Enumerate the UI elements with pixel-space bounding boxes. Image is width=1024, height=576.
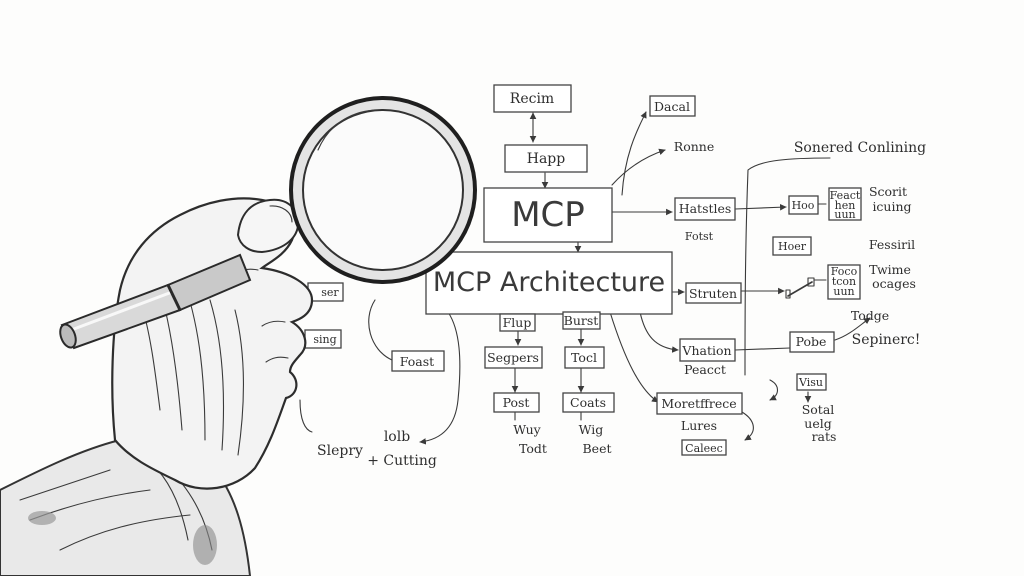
hand bbox=[111, 197, 314, 490]
caleec-box bbox=[681, 439, 727, 456]
moretffrece-label: Moretffrece bbox=[661, 396, 736, 411]
connector-lines bbox=[299, 111, 871, 453]
hoo-box bbox=[788, 195, 819, 215]
mcp-title: MCP bbox=[511, 195, 585, 235]
beet-label: Beet bbox=[582, 441, 611, 456]
cutting-label: + Cutting bbox=[367, 453, 437, 469]
segpers-box bbox=[484, 346, 543, 369]
hoer-box bbox=[772, 236, 812, 256]
icuing-label: icuing bbox=[872, 199, 911, 214]
stack-two-line-2: tcon bbox=[832, 275, 856, 288]
hoer-label: Hoer bbox=[778, 240, 807, 253]
stack-two-line-3: uun bbox=[833, 285, 854, 298]
ronne-label: Ronne bbox=[674, 139, 714, 154]
post-box bbox=[493, 392, 540, 413]
ocages-label: ocages bbox=[872, 276, 916, 291]
lures-label: Lures bbox=[681, 418, 717, 433]
dacal-box bbox=[649, 95, 696, 117]
stack-two-box bbox=[827, 264, 861, 300]
architecture-box bbox=[425, 251, 673, 315]
fotst-label: Fotst bbox=[685, 230, 714, 243]
sotal-label: Sotal bbox=[802, 402, 835, 417]
sonered-conlining-label: Sonered Conlining bbox=[794, 140, 926, 156]
hatstles-box bbox=[674, 197, 736, 221]
sing-label: sing bbox=[313, 333, 336, 346]
stack-one-line-2: hen bbox=[835, 199, 856, 212]
peacct-label: Peacct bbox=[684, 362, 726, 377]
coats-box bbox=[562, 392, 615, 413]
diagram-labels: Recim Happ Dacal Ronne MCP MCP Architect… bbox=[313, 91, 926, 469]
flup-box bbox=[499, 313, 536, 332]
coats-label: Coats bbox=[570, 395, 606, 410]
happ-label: Happ bbox=[527, 151, 566, 167]
struten-box bbox=[685, 282, 742, 304]
twime-label: Twime bbox=[869, 262, 911, 277]
recim-label: Recim bbox=[510, 91, 554, 107]
magnifier-lens bbox=[302, 109, 464, 271]
pobe-label: Pobe bbox=[796, 334, 827, 349]
wuy-label: Wuy bbox=[513, 422, 541, 437]
post-label: Post bbox=[503, 395, 530, 410]
sepinerc-label: Sepinerc! bbox=[852, 332, 921, 348]
fessiril-label: Fessiril bbox=[869, 237, 915, 252]
recim-box bbox=[493, 84, 572, 113]
foast-box bbox=[391, 350, 445, 372]
segpers-label: Segpers bbox=[487, 350, 539, 365]
happ-box bbox=[504, 144, 588, 173]
flup-label: Flup bbox=[503, 315, 532, 330]
mcp-architecture-title: MCP Architecture bbox=[433, 267, 665, 298]
moretffrece-box bbox=[656, 392, 743, 415]
burst-label: Burst bbox=[564, 313, 599, 328]
stack-one-line-3: uun bbox=[834, 208, 855, 221]
visu-box bbox=[796, 373, 827, 391]
lolb-label: lolb bbox=[384, 429, 410, 445]
stack-one-box bbox=[828, 187, 862, 221]
foast-label: Foast bbox=[400, 354, 434, 369]
vhation-box bbox=[679, 338, 736, 362]
stack-one-line-1: Feact bbox=[830, 189, 861, 202]
visu-label: Visu bbox=[798, 376, 823, 389]
tocl-box bbox=[564, 346, 605, 369]
pobe-box bbox=[789, 331, 835, 353]
rats-label: rats bbox=[812, 429, 837, 444]
mcp-box bbox=[483, 187, 613, 243]
stack-two-line-1: Foco bbox=[831, 265, 858, 278]
todt-label: Todt bbox=[519, 441, 547, 456]
uelg-label: uelg bbox=[804, 416, 831, 431]
burst-box bbox=[562, 311, 601, 330]
ser-label: ser bbox=[321, 286, 339, 299]
hoo-label: Hoo bbox=[792, 199, 815, 212]
hatstles-label: Hatstles bbox=[679, 201, 732, 216]
slepry-label: Slepry bbox=[317, 443, 363, 459]
scorit-label: Scorit bbox=[869, 184, 907, 199]
todge-label: Todge bbox=[851, 308, 889, 323]
caleec-label: Caleec bbox=[685, 442, 723, 455]
diagram-boxes bbox=[304, 84, 862, 456]
vhation-label: Vhation bbox=[681, 343, 731, 358]
tocl-label: Tocl bbox=[571, 350, 597, 365]
dacal-label: Dacal bbox=[654, 99, 690, 114]
struten-label: Struten bbox=[689, 286, 737, 301]
hand-with-magnifier-illustration bbox=[0, 96, 477, 576]
wig-label: Wig bbox=[579, 422, 604, 437]
